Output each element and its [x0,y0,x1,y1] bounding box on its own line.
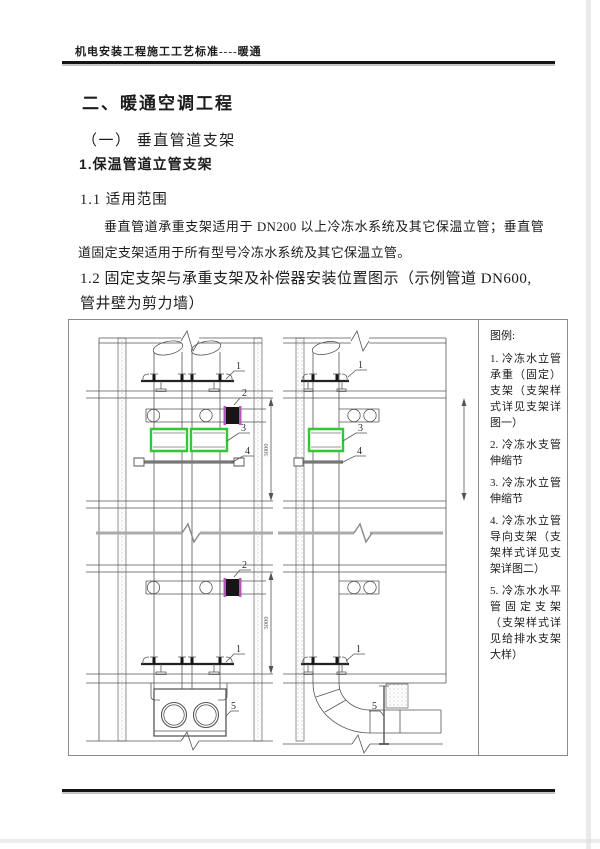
pipe-shaft-diagram: 1 1 2 3 [69,320,467,755]
riser-expansion-joint: 3 [309,423,367,451]
left-shaft-elevation: 1 1 2 3 [86,331,273,750]
guide-support: 4 [134,446,254,466]
figure-box: 1 1 2 3 [68,319,568,756]
riser-expansion-joints: 3 [151,423,250,451]
legend-item: 1. 冷冻水立管承重（固定）支架（支架样式详见支架详图一） [490,353,561,429]
clause-1-2-title: 1.2 固定支架与承重支架及补偿器安装位置图示（示例管道 DN600, 管井壁为… [80,271,532,312]
legend-panel: 图例: 1. 冷冻水立管承重（固定）支架（支架样式详见支架详图一） 2. 冷冻水… [478,320,567,755]
diagram-label-2: 2 [242,560,247,571]
footer-rule [62,789,555,792]
clause-1-1-paragraph: 垂直管道承重支架适用于 DN200 以上冷冻水系统及其它保温立管；垂直管道固定支… [78,219,544,260]
horizontal-pipe-support: 5 [151,683,239,736]
right-shaft-elevation: 1 1 3 4 [283,331,446,753]
diagram-label-4: 4 [357,446,362,457]
floor-slab [283,674,446,683]
page-header-title: 机电安装工程施工工艺标准----暖通 [75,46,262,58]
diagram-label-5: 5 [231,701,236,712]
chilled-water-risers [152,339,222,689]
compensator-flange [223,406,227,425]
shear-wall [118,338,126,741]
top-slab [283,338,446,343]
legend-title: 图例: [490,330,516,342]
mitred-elbow [313,683,441,733]
legend-item: 5. 冷冻水水平管固定支架（支架样式详见给排水支架大样） [490,585,561,661]
top-slab [99,338,262,343]
scan-edge [586,0,591,849]
legend-item: 2. 冷冻水支管伸缩节 [490,439,561,467]
diagram-label-4: 4 [245,446,250,457]
branch-pipe [339,409,379,422]
chilled-water-riser [311,339,341,683]
dimension-text: 3000 [263,444,270,457]
diagram-label-1: 1 [358,360,363,371]
shear-wall [296,338,304,741]
horizontal-pipe-fixed-support: 5 [369,684,408,744]
expansion-joint-2 [226,407,239,424]
dimension-line-right [461,398,467,501]
dimension-text: 3000 [263,617,270,630]
branch-pipe [339,581,379,594]
shear-wall [254,338,262,741]
floor-slab [86,501,273,508]
diagram-label-1: 1 [356,644,361,655]
expansion-joint-2 [226,579,239,596]
section-title: （一） 垂直管道支架 [82,133,236,149]
dimension-3000-upper: 3000 [263,398,274,501]
diagram-label-1: 1 [236,361,241,372]
header-rule [62,61,555,64]
guide-support: 4 [294,446,366,466]
clause-1-1-title: 1.1 适用范围 [80,192,168,208]
subsection-title: 1.保温管道立管支架 [79,156,213,172]
diagram-label-1: 1 [236,644,241,655]
legend-item: 3. 冷冻水立管伸缩节 [490,477,561,505]
diagram-label-2: 2 [242,388,247,399]
floor-slab [283,391,446,398]
floor-slab [86,674,273,683]
floor-slab [86,565,273,572]
floor-slab [283,501,446,508]
story-break-line [96,524,443,542]
dimension-3000-lower: 3000 [263,572,274,674]
diagram-label-3: 3 [241,423,246,434]
branch-pipe-with-compensator: 2 [146,560,266,597]
legend-item: 4. 冷冻水立管导向支架（支架样式详见支架详图二） [490,515,561,575]
branch-pipe-with-compensator: 2 [146,388,266,425]
scan-edge [0,839,600,843]
floor-slab [283,565,446,572]
diagram-label-3: 3 [358,423,363,434]
diagram-label-5: 5 [372,701,377,712]
chapter-title: 二、暖通空调工程 [82,94,234,113]
compensator-flange [238,406,242,425]
